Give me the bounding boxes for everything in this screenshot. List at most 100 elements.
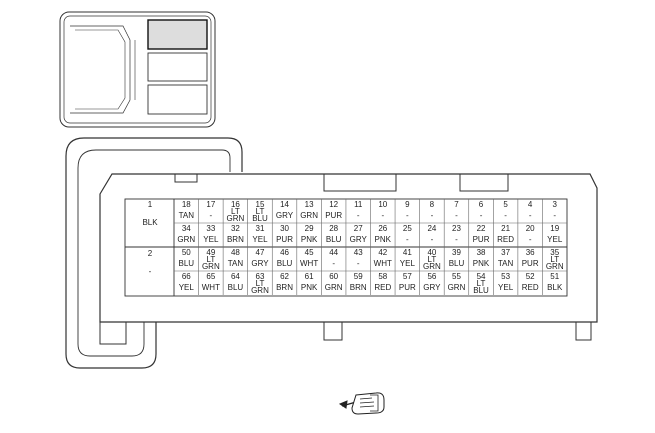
pin-number: 23 xyxy=(452,224,461,233)
pin-number: 41 xyxy=(403,248,412,257)
pin-number: 60 xyxy=(329,272,338,281)
wire-color-line: LT xyxy=(550,255,559,264)
pin-number: 58 xyxy=(378,272,387,281)
wire-color: YEL xyxy=(203,235,219,244)
pin-number: 17 xyxy=(206,200,215,209)
wire-color: YEL xyxy=(179,283,195,292)
pin-number: 15 xyxy=(256,200,265,209)
wire-color: RED xyxy=(522,283,539,292)
pin-number: 64 xyxy=(231,272,240,281)
pin-number: 13 xyxy=(305,200,314,209)
pin-2-number: 2 xyxy=(148,249,153,258)
wire-color: - xyxy=(480,211,483,220)
pin-number: 37 xyxy=(501,248,510,257)
wire-color: GRY xyxy=(350,235,368,244)
wire-color: PNK xyxy=(301,235,318,244)
wire-color: - xyxy=(332,259,335,268)
wire-color: GRN xyxy=(177,235,195,244)
pin-number: 46 xyxy=(280,248,289,257)
wire-color: WHT xyxy=(300,259,318,268)
wire-color: PNK xyxy=(375,235,392,244)
pin-1-color: BLK xyxy=(142,218,158,227)
wire-color-line: BLU xyxy=(252,214,268,223)
connector-housing xyxy=(65,137,598,369)
pin-number: 59 xyxy=(354,272,363,281)
pin-cell-24: 24- xyxy=(427,224,436,244)
pin-number: 11 xyxy=(354,200,363,209)
wire-color: PNK xyxy=(301,283,318,292)
pin-grid xyxy=(124,198,568,297)
wire-color: - xyxy=(431,211,434,220)
wire-color: TAN xyxy=(498,259,514,268)
wire-color: PUR xyxy=(473,235,490,244)
pin-cell-25: 25- xyxy=(403,224,412,244)
pin-number: 48 xyxy=(231,248,240,257)
wire-color-line: LT xyxy=(231,207,240,216)
pin-number: 27 xyxy=(354,224,363,233)
wire-color: - xyxy=(431,235,434,244)
wire-color: GRY xyxy=(276,211,294,220)
wire-color: YEL xyxy=(252,235,268,244)
pin-cell-6: 6- xyxy=(479,200,484,220)
pin-number: 32 xyxy=(231,224,240,233)
pin-number: 62 xyxy=(280,272,289,281)
pin-cell-3: 3- xyxy=(552,200,557,220)
pin-number: 42 xyxy=(378,248,387,257)
pin-number: 51 xyxy=(550,272,559,281)
pin-number: 30 xyxy=(280,224,289,233)
wire-color: BLU xyxy=(179,259,195,268)
pin-number: 40 xyxy=(427,248,436,257)
pin-number: 57 xyxy=(403,272,412,281)
wire-color: BRN xyxy=(227,235,244,244)
pin-number: 14 xyxy=(280,200,289,209)
pin-number: 63 xyxy=(256,272,265,281)
wire-color: GRN xyxy=(448,283,466,292)
connector-view-icon xyxy=(338,392,385,415)
pin-number: 34 xyxy=(182,224,191,233)
wire-color-line: LT xyxy=(256,279,265,288)
pin-number: 4 xyxy=(528,200,533,209)
pin-cell-7: 7- xyxy=(454,200,459,220)
wire-color-line: GRN xyxy=(202,262,220,271)
wire-color-line: LT xyxy=(428,255,437,264)
wire-color-line: BLU xyxy=(473,286,489,295)
pin-number: 38 xyxy=(477,248,486,257)
pin-number: 44 xyxy=(329,248,338,257)
pin-number: 31 xyxy=(256,224,265,233)
pin-number: 52 xyxy=(526,272,535,281)
wire-color: PUR xyxy=(399,283,416,292)
module-locator-icon xyxy=(59,11,216,128)
wire-color: WHT xyxy=(374,259,392,268)
wire-color-line: LT xyxy=(256,207,265,216)
pin-number: 39 xyxy=(452,248,461,257)
wire-color: - xyxy=(455,235,458,244)
wire-color: YEL xyxy=(400,259,416,268)
wire-color: BLU xyxy=(277,259,293,268)
wire-color: WHT xyxy=(202,283,220,292)
wire-color: - xyxy=(455,211,458,220)
